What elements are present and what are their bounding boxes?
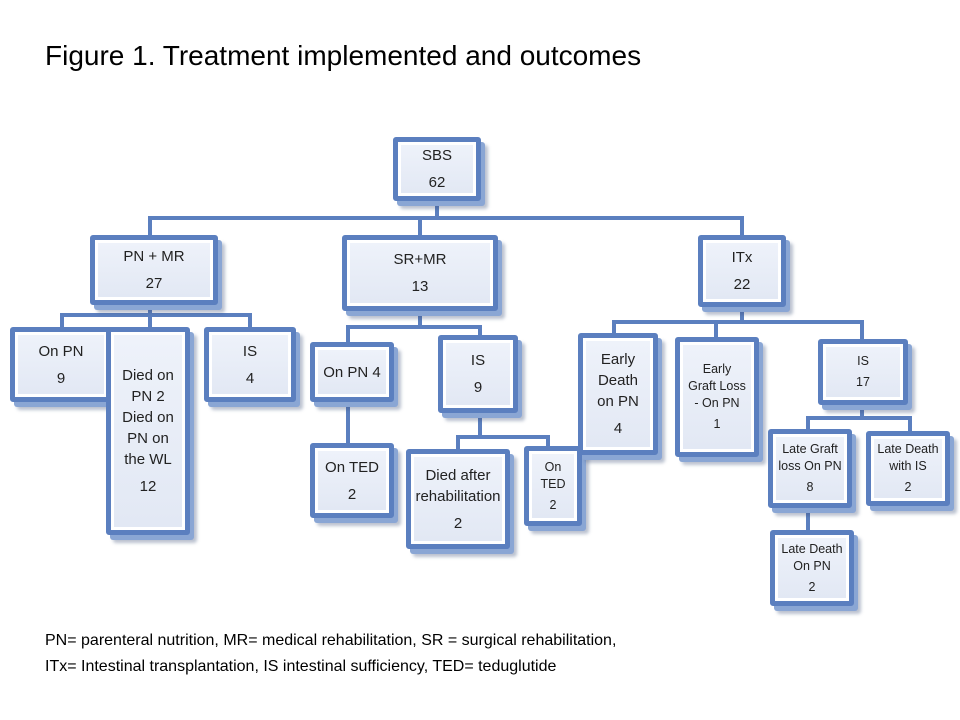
- node-itx: ITx 22: [698, 235, 786, 307]
- node-pn-died-label: Died on PN 2 Died on PN on the WL: [122, 367, 174, 468]
- node-sbs-label: SBS: [421, 147, 452, 164]
- node-sr-on-pn-label: On PN 4: [323, 363, 381, 381]
- footnote-line-2: ITx= Intestinal transplantation, IS inte…: [45, 658, 557, 675]
- node-itx-late-death-pn: Late Death On PN 2: [770, 530, 854, 606]
- node-itx-early-graft-loss: Early Graft Loss - On PN 1: [675, 337, 759, 457]
- node-sr-died: Died after rehabilitation 2: [406, 449, 510, 549]
- node-itx-late-death-is-value: 2: [904, 480, 912, 494]
- node-sbs-value: 62: [428, 174, 446, 191]
- node-pn-is: IS 4: [204, 327, 296, 402]
- node-itx-early-death-label: Early Death on PN: [597, 351, 639, 410]
- node-pn-died: Died on PN 2 Died on PN on the WL 12: [106, 327, 190, 535]
- node-sr-mr-value: 13: [411, 278, 429, 295]
- node-sr-is-on-ted-label: On TED: [540, 459, 566, 491]
- node-pn-is-value: 4: [245, 369, 255, 387]
- node-sr-is-value: 9: [473, 379, 483, 396]
- node-itx-early-graft-loss-value: 1: [713, 417, 721, 431]
- node-sr-is: IS 9: [438, 335, 518, 413]
- node-sbs: SBS 62: [393, 137, 481, 201]
- node-pn-on-pn-label: On PN: [38, 342, 84, 360]
- node-sr-died-label: Died after rehabilitation: [415, 466, 501, 505]
- node-sr-on-ted-label: On TED: [325, 458, 379, 476]
- figure-title: Figure 1. Treatment implemented and outc…: [45, 40, 642, 71]
- node-sr-on-pn: On PN 4: [310, 342, 394, 402]
- node-pn-on-pn-value: 9: [56, 369, 66, 387]
- node-sr-mr: SR+MR 13: [342, 235, 498, 311]
- node-sr-died-value: 2: [453, 514, 463, 532]
- node-pn-mr: PN + MR 27: [90, 235, 218, 305]
- node-sr-is-label: IS: [470, 352, 486, 369]
- node-itx-value: 22: [733, 276, 751, 293]
- node-itx-early-death: Early Death on PN 4: [578, 333, 658, 455]
- node-pn-died-value: 12: [139, 478, 157, 495]
- node-itx-is-label: IS: [857, 354, 869, 368]
- node-itx-late-death-pn-value: 2: [808, 579, 816, 594]
- node-sr-is-on-ted-value: 2: [549, 497, 557, 512]
- node-sr-on-ted-value: 2: [347, 485, 357, 503]
- node-sr-is-on-ted: On TED 2: [524, 446, 582, 526]
- footnote-line-1: PN= parenteral nutrition, MR= medical re…: [45, 632, 617, 649]
- node-itx-early-graft-loss-label: Early Graft Loss - On PN: [688, 362, 746, 410]
- footnote: PN= parenteral nutrition, MR= medical re…: [45, 628, 616, 680]
- node-itx-late-graft-loss: Late Graft loss On PN 8: [768, 429, 852, 508]
- node-itx-late-death-is-label: Late Death with IS: [877, 442, 939, 473]
- node-itx-early-death-value: 4: [613, 420, 623, 437]
- node-itx-is: IS 17: [818, 339, 908, 405]
- node-itx-late-death-pn-label: Late Death On PN: [781, 541, 843, 573]
- node-itx-late-graft-loss-value: 8: [806, 480, 814, 494]
- node-itx-label: ITx: [731, 249, 753, 266]
- node-pn-mr-label: PN + MR: [123, 248, 185, 265]
- node-sr-on-ted: On TED 2: [310, 443, 394, 518]
- node-pn-mr-value: 27: [145, 275, 163, 292]
- node-pn-is-label: IS: [242, 342, 258, 360]
- node-itx-late-death-is: Late Death with IS 2: [866, 431, 950, 506]
- node-pn-on-pn: On PN 9: [10, 327, 112, 402]
- node-sr-mr-label: SR+MR: [393, 251, 447, 268]
- node-itx-late-graft-loss-label: Late Graft loss On PN: [778, 442, 842, 473]
- node-itx-is-value: 17: [856, 375, 870, 389]
